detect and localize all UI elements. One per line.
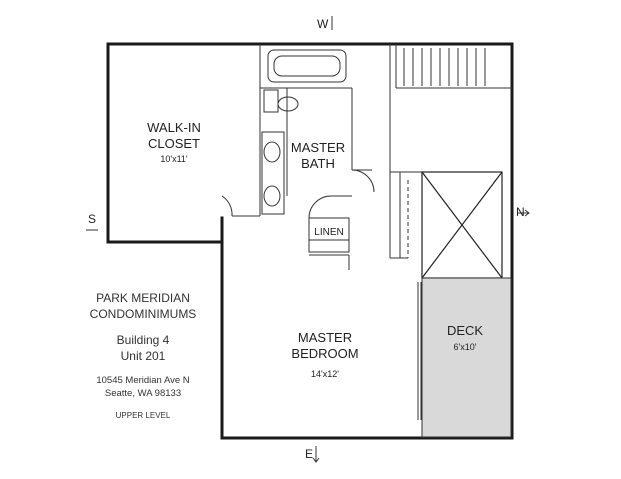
building-number: Building 4 bbox=[116, 333, 170, 347]
deck-area bbox=[421, 277, 512, 438]
master-bath-line1: MASTER bbox=[290, 140, 346, 155]
compass-north: N bbox=[516, 205, 525, 219]
unit-number: Unit 201 bbox=[120, 349, 166, 363]
master-bath-line2: BATH bbox=[301, 155, 335, 171]
compass-south: S bbox=[88, 212, 97, 226]
deck-size: 6'x10' bbox=[453, 342, 477, 352]
walk-in-closet-label: WALK-IN CLOSET bbox=[134, 120, 214, 151]
master-bedroom-label: MASTER BEDROOM bbox=[280, 330, 370, 361]
compass-east: E bbox=[305, 447, 314, 461]
property-name-line2: CONDOMINIMUMS bbox=[89, 307, 197, 321]
property-name-line1: PARK MERIDIAN bbox=[96, 291, 190, 305]
master-bath-label: MASTER BATH bbox=[288, 140, 348, 171]
exterior-wall bbox=[106, 42, 514, 440]
walk-in-closet-line2: CLOSET bbox=[147, 135, 200, 151]
deck-label: DECK bbox=[446, 323, 484, 338]
compass-west: W bbox=[317, 17, 329, 31]
level-label: UPPER LEVEL bbox=[115, 411, 171, 420]
master-bedroom-line2: BEDROOM bbox=[291, 345, 359, 361]
street-address: 10545 Meridian Ave N bbox=[96, 375, 190, 386]
master-bedroom-line1: MASTER bbox=[297, 330, 353, 345]
linen-label: LINEN bbox=[314, 227, 344, 238]
walk-in-closet-size: 10'x11' bbox=[160, 154, 188, 164]
city-address: Seatte, WA 98133 bbox=[104, 388, 182, 399]
master-bedroom-size: 14'x12' bbox=[311, 369, 339, 379]
walk-in-closet-line1: WALK-IN bbox=[147, 120, 201, 135]
